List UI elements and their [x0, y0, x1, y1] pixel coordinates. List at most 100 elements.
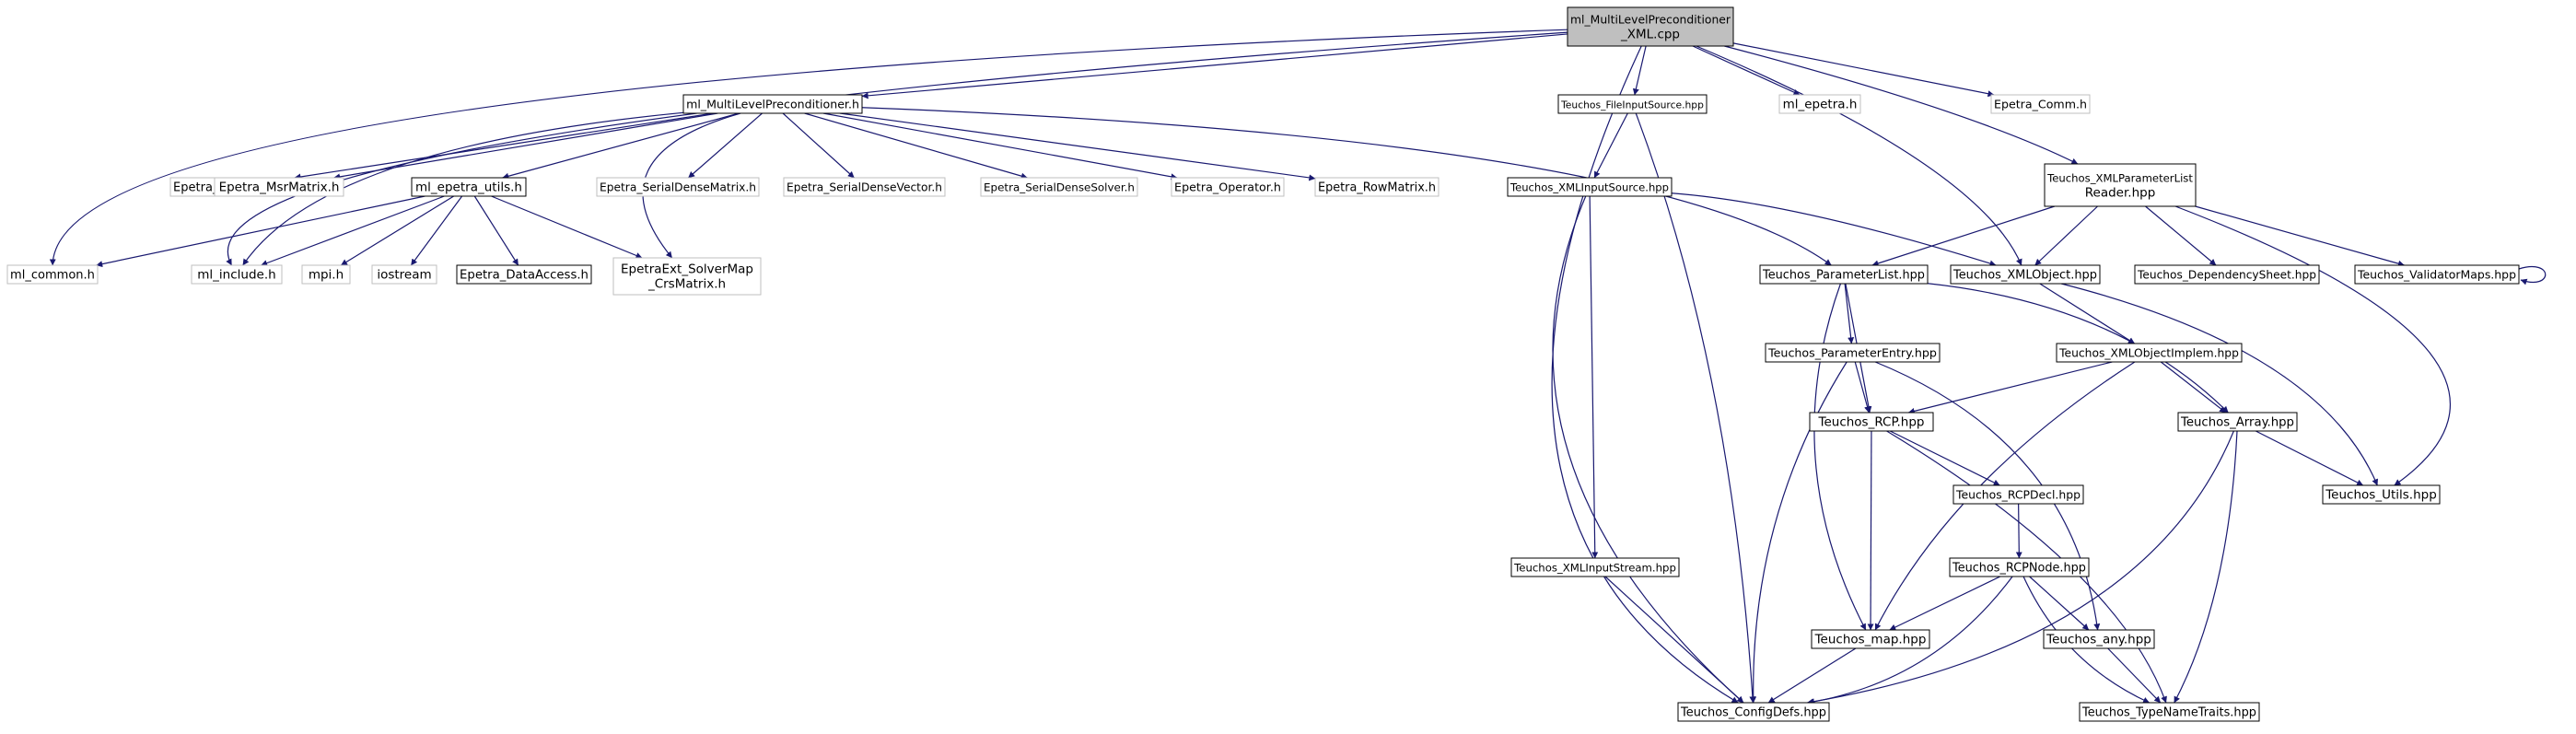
node-box: [1314, 177, 1440, 197]
node-ml_epetra_h: ml_epetra.h: [1778, 94, 1861, 114]
edge-xplr-to-utils: [2174, 205, 2451, 486]
node-box: [6, 264, 99, 285]
edge-root-to-ml_common: [49, 29, 1568, 266]
edge-array-to-utils: [2255, 430, 2364, 486]
node-rcpnode[interactable]: Teuchos_RCPNode.hpp: [1949, 557, 2090, 577]
node-ml_common: ml_common.h: [6, 264, 99, 285]
node-root[interactable]: ml_MultiLevelPreconditioner_XML.cpp: [1567, 6, 1734, 47]
edge-rcpnode-to-any: [2029, 576, 2090, 631]
edge-root-to-configdefs: [1551, 45, 1739, 704]
node-box: [1171, 177, 1285, 197]
node-ml_include: ml_include.h: [191, 264, 283, 285]
node-any[interactable]: Teuchos_any.hpp: [2043, 629, 2155, 649]
node-box: [2322, 484, 2441, 505]
edge-root-to-epetra_comm: [1732, 42, 1995, 98]
node-map[interactable]: Teuchos_map.hpp: [1811, 629, 1930, 649]
node-dataaccess[interactable]: Epetra_DataAccess.h: [456, 264, 592, 285]
edge-map-to-configdefs: [1767, 647, 1857, 704]
node-rcp[interactable]: Teuchos_RCP.hpp: [1809, 412, 1934, 432]
node-box: [2044, 163, 2197, 207]
edge-root-to-xplr: [1724, 45, 2079, 165]
node-label: Epetra_DataAccess.h: [460, 269, 589, 283]
edge-mlp_h-to-sdmatrix: [688, 112, 763, 179]
edge-mlp_h-to-solvermap: [642, 112, 741, 259]
node-xoimpl[interactable]: Teuchos_XMLObjectImplem.hpp: [2056, 343, 2243, 363]
node-iostream: iostream: [371, 264, 437, 285]
edge-mlp_h-to-sdsolver: [804, 112, 1028, 180]
edge-ml_epetra_utils-to-iostream: [410, 195, 463, 266]
node-box: [2177, 412, 2298, 432]
edge-root-to-ml_epetra_h: [1692, 45, 1801, 96]
edge-rcpnode-to-map: [1889, 576, 2001, 631]
edge-xistream-to-configdefs: [1604, 576, 1744, 704]
node-configdefs[interactable]: Teuchos_ConfigDefs.hpp: [1677, 702, 1830, 722]
node-rcpdecl[interactable]: Teuchos_RCPDecl.hpp: [1952, 484, 2084, 505]
edge-xplr-to-paramlist: [1871, 205, 2056, 267]
node-xistream[interactable]: Teuchos_XMLInputStream.hpp: [1510, 557, 1680, 577]
node-paramlist[interactable]: Teuchos_ParameterList.hpp: [1759, 264, 1929, 285]
node-fis[interactable]: Teuchos_FileInputSource.hpp: [1557, 94, 1708, 114]
node-box: [783, 177, 946, 197]
node-box: [301, 264, 351, 285]
edge-root-to-ml_include: [226, 31, 1568, 266]
node-label: Teuchos_RCPNode.hpp: [1952, 562, 2086, 576]
node-label: Teuchos_ValidatorMaps.hpp: [2357, 268, 2516, 282]
edge-xplr-to-depsheet: [2145, 205, 2217, 266]
node-label: Epetra_SerialDenseMatrix.h: [600, 181, 756, 194]
node-label: Epetra_MsrMatrix.h: [219, 181, 340, 195]
node-solvermap: EpetraExt_SolverMap_CrsMatrix.h: [612, 257, 762, 296]
node-typenametraits[interactable]: Teuchos_TypeNameTraits.hpp: [2079, 702, 2260, 722]
node-label: Teuchos_DependencySheet.hpp: [2137, 269, 2316, 282]
node-epetra_comm: Epetra_Comm.h: [1990, 94, 2091, 114]
node-label: Teuchos_XMLObject.hpp: [1952, 269, 2097, 283]
edge-paramlist-to-array: [1927, 283, 2229, 414]
edge-mlp_h-to-ml_epetra_utils: [502, 112, 740, 180]
node-sdvector: Epetra_SerialDenseVector.h: [783, 177, 946, 197]
edge-rcpdecl-to-rcpnode: [2015, 503, 2022, 559]
node-array[interactable]: Teuchos_Array.hpp: [2177, 412, 2298, 432]
node-label: ml_epetra.h: [1783, 98, 1858, 112]
edge-fis-to-xis: [1593, 112, 1628, 179]
node-paramentry[interactable]: Teuchos_ParameterEntry.hpp: [1765, 343, 1941, 363]
edge-root-to-xmlobject: [1696, 45, 2022, 266]
node-rowmatrix: Epetra_RowMatrix.h: [1314, 177, 1440, 197]
node-box: [612, 257, 762, 296]
node-utils[interactable]: Teuchos_Utils.hpp: [2322, 484, 2441, 505]
node-label: mpi.h: [309, 268, 344, 283]
node-box: [1765, 343, 1941, 363]
node-box: [1990, 94, 2091, 114]
node-box: [1949, 557, 2090, 577]
edge-mlp_h-to-ml_include: [242, 111, 684, 266]
node-label: Reader.hpp: [2085, 186, 2156, 201]
node-label: iostream: [377, 268, 431, 283]
node-xmlobject[interactable]: Teuchos_XMLObject.hpp: [1950, 264, 2101, 285]
node-box: [191, 264, 283, 285]
node-validatormaps[interactable]: Teuchos_ValidatorMaps.hpp: [2354, 264, 2520, 285]
edge-array-to-configdefs: [1807, 430, 2234, 705]
node-label: Epetra_SerialDenseSolver.h: [984, 181, 1135, 194]
edge-fis-to-configdefs: [1635, 112, 1756, 704]
node-sdsolver: Epetra_SerialDenseSolver.h: [980, 177, 1138, 197]
node-ml_epetra_utils[interactable]: ml_epetra_utils.h: [411, 177, 527, 197]
edge-xplr-to-validatormaps: [2195, 205, 2405, 267]
edge-paramlist-to-map: [1813, 283, 1867, 631]
node-label: Teuchos_TypeNameTraits.hpp: [2081, 706, 2256, 720]
edge-xmlobject-to-utils: [2061, 283, 2378, 486]
node-label: ml_MultiLevelPreconditioner.h: [686, 98, 859, 111]
node-label: ml_epetra_utils.h: [415, 181, 522, 195]
node-xis[interactable]: Teuchos_XMLInputSource.hpp: [1507, 177, 1673, 197]
node-depsheet[interactable]: Teuchos_DependencySheet.hpp: [2134, 264, 2320, 285]
node-label: EpetraExt_SolverMap: [621, 262, 753, 277]
edge-root-to-fis: [1632, 45, 1647, 96]
edge-xplr-to-xmlobject: [2034, 205, 2098, 266]
node-mlp_h[interactable]: ml_MultiLevelPreconditioner.h: [682, 94, 863, 114]
edge-mlp_h-to-sdvector: [782, 112, 855, 179]
edge-any-to-typenametraits: [2107, 647, 2162, 704]
node-box: [682, 94, 863, 114]
edge-xis-to-configdefs: [1552, 195, 1744, 704]
node-label: Teuchos_map.hpp: [1814, 633, 1927, 647]
node-box: [456, 264, 592, 285]
edge-ml_epetra_utils-to-solvermap: [491, 195, 643, 259]
edge-xoimpl-to-array: [2160, 361, 2227, 414]
